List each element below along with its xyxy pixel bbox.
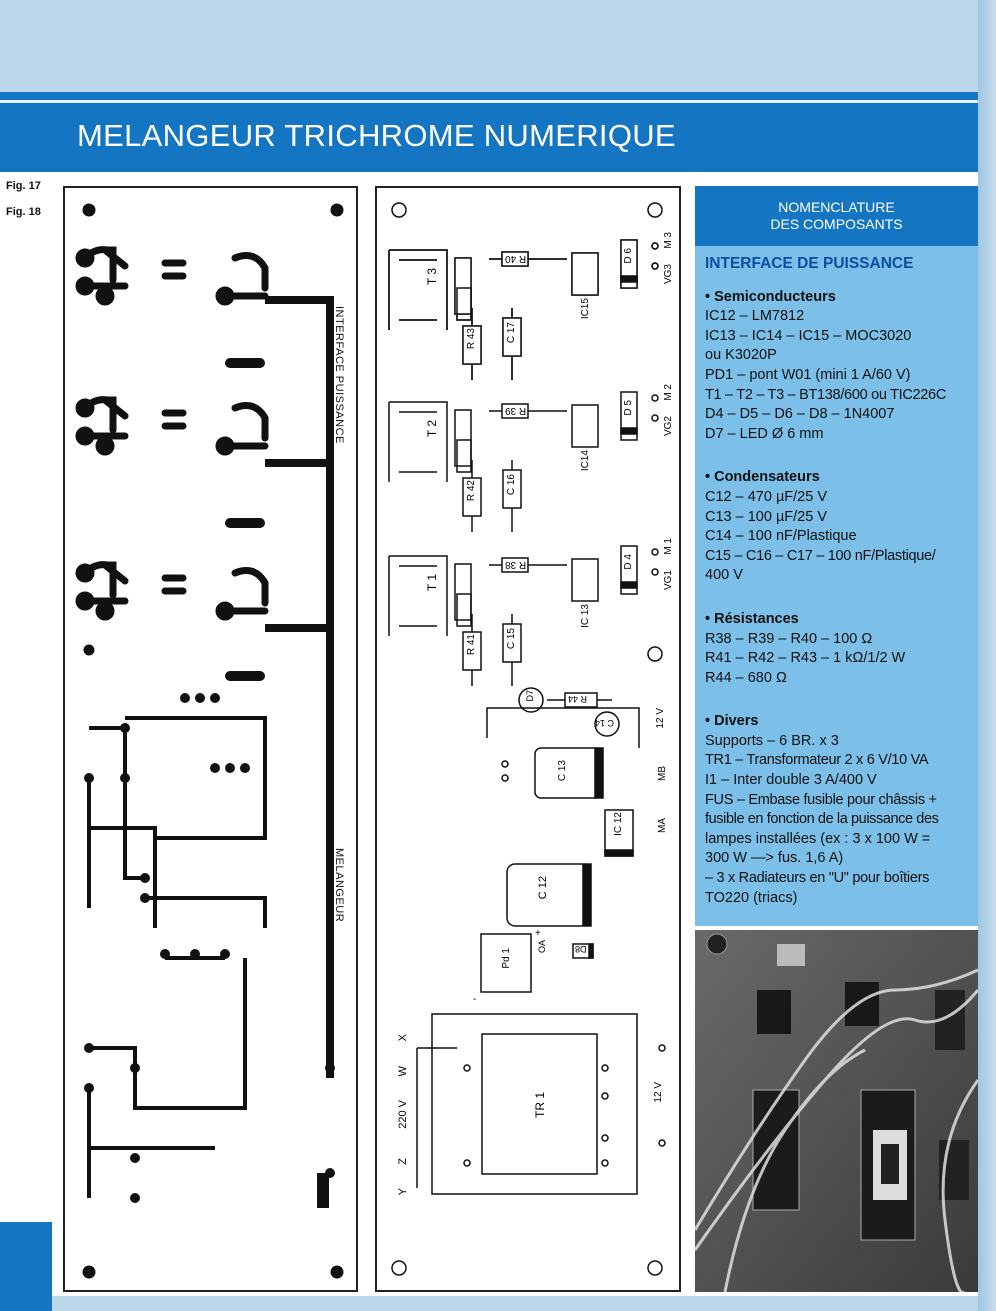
misc-item: fusible en fonction de la puissance des [705, 811, 939, 828]
fig17-label: Fig. 17 [6, 180, 41, 192]
triac-t3: T 3 [425, 268, 439, 286]
bottom-blue-bar [0, 1222, 52, 1311]
opto-ic13: IC 13 [580, 604, 591, 628]
diode-d6: D 6 [623, 248, 634, 264]
res-item: R44 – 680 Ω [705, 669, 787, 686]
right-page-edge [978, 0, 996, 1311]
terminal-220v: 220 V [397, 1100, 409, 1129]
semi-item: IC13 – IC14 – IC15 – MOC3020 [705, 327, 912, 344]
board-photo-svg [695, 930, 978, 1292]
terminal-m1: M 1 [663, 538, 674, 555]
page-title: MELANGEUR TRICHROME NUMERIQUE [77, 118, 676, 153]
misc-item: I1 – Inter double 3 A/400 V [705, 772, 877, 789]
terminal-12v-top: 12 V [655, 708, 666, 729]
resistor-r39: R 39 [505, 405, 527, 416]
fig18-label: Fig. 18 [6, 206, 41, 218]
semi-item: ou K3020P [705, 347, 777, 364]
semi-item: T1 – T2 – T3 – BT138/600 ou TIC226C [705, 386, 946, 403]
terminal-m3: M 3 [663, 232, 674, 249]
board-photo [695, 930, 978, 1292]
resistors-title: • Résistances [705, 610, 799, 627]
layout-svg [388, 202, 666, 1276]
bridge-pd1: Pd 1 [501, 948, 512, 969]
terminal-w: W [397, 1066, 409, 1077]
cond-item: C14 – 100 nF/Plastique [705, 528, 857, 545]
terminal-12v-bottom: 12 V [653, 1082, 664, 1103]
capacitor-c14: C 14 [595, 718, 615, 728]
pcb-label-interface: INTERFACE PUISSANCE [333, 306, 345, 444]
opto-ic15: IC15 [580, 298, 591, 320]
led-d7: D7 [525, 690, 535, 702]
capacitor-c13: C 13 [557, 760, 568, 782]
title-rule [0, 100, 990, 103]
diode-d8: D8 [575, 944, 587, 954]
res-item: R41 – R42 – R43 – 1 kΩ/1/2 W [705, 650, 906, 667]
section-title: INTERFACE DE PUISSANCE [705, 255, 914, 272]
nomenclature-header: NOMENCLATURE DES COMPOSANTS [695, 186, 978, 246]
regulator-ic12: IC 12 [613, 812, 624, 836]
misc-item: TR1 – Transformateur 2 x 6 V/10 VA [705, 752, 929, 769]
capacitors-title: • Condensateurs [705, 469, 820, 486]
misc-title: • Divers [705, 713, 759, 730]
nomenclature-header-line2: DES COMPOSANTS [770, 216, 903, 232]
res-item: R38 – R39 – R40 – 100 Ω [705, 630, 873, 647]
pcb-label-melangeur: MELANGEUR [333, 848, 345, 923]
minus-mark: - [473, 994, 477, 1005]
cond-item: C12 – 470 µF/25 V [705, 488, 828, 505]
pcb-copper-svg [75, 203, 344, 1279]
transformer-tr1: TR 1 [533, 1092, 547, 1119]
semi-item: PD1 – pont W01 (mini 1 A/60 V) [705, 366, 911, 383]
misc-item: – 3 x Radiateurs en "U" pour boîtiers [705, 870, 930, 887]
resistor-r44: R 44 [568, 694, 588, 704]
cond-item: 400 V [705, 567, 743, 584]
component-layout-figure: T 3 T 2 T 1 R 40 R 39 R 38 R 43 R 42 R 4… [375, 186, 681, 1292]
terminal-z: Z [397, 1158, 409, 1165]
terminal-x: X [397, 1034, 409, 1042]
resistor-r42: R 42 [466, 480, 477, 502]
bottom-strip [52, 1296, 996, 1311]
semi-item: D4 – D5 – D6 – D8 – 1N4007 [705, 406, 895, 423]
terminal-y: Y [397, 1188, 409, 1196]
terminal-vg1: VG1 [663, 570, 674, 591]
pcb-copper-figure: INTERFACE PUISSANCE MELANGEUR [63, 186, 358, 1292]
terminal-m2: M 2 [663, 384, 674, 401]
semiconductors-title: • Semiconducteurs [705, 288, 836, 305]
title-band [0, 92, 990, 172]
semi-item: IC12 – LM7812 [705, 308, 805, 325]
plus-mark: + [535, 928, 541, 939]
capacitor-c12: C 12 [537, 876, 549, 900]
misc-item: lampes installées (ex : 3 x 100 W = [705, 830, 931, 847]
diode-d4: D 4 [623, 554, 634, 570]
capacitor-c15: C 15 [506, 628, 517, 650]
misc-item: Supports – 6 BR. x 3 [705, 732, 839, 749]
opto-ic14: IC14 [580, 450, 591, 472]
capacitor-c17: C 17 [506, 322, 517, 344]
left-margin [0, 172, 52, 1222]
nomenclature-header-line1: NOMENCLATURE [778, 199, 895, 215]
triac-t2: T 2 [425, 420, 439, 438]
capacitor-c16: C 16 [506, 474, 517, 496]
resistor-r38: R 38 [505, 559, 527, 570]
terminal-mb: MB [657, 766, 668, 781]
cond-item: C15 – C16 – C17 – 100 nF/Plastique/ [705, 547, 936, 564]
nomenclature-body: INTERFACE DE PUISSANCE • Semiconducteurs… [705, 254, 995, 908]
diode-d5: D 5 [623, 400, 634, 416]
misc-item: TO220 (triacs) [705, 889, 798, 906]
resistor-r43: R 43 [466, 328, 477, 350]
resistor-r41: R 41 [466, 634, 477, 656]
misc-item: 300 W —> fus. 1,6 A) [705, 850, 844, 867]
semi-item: D7 – LED Ø 6 mm [705, 425, 824, 442]
nomenclature-box: NOMENCLATURE DES COMPOSANTS INTERFACE DE… [695, 186, 978, 926]
terminal-ma: MA [657, 818, 668, 833]
misc-item: FUS – Embase fusible pour châssis + [705, 791, 937, 808]
page-top-band [0, 0, 996, 92]
triac-t1: T 1 [425, 574, 439, 592]
terminal-vg2: VG2 [663, 416, 674, 437]
terminal-vg3: VG3 [663, 264, 674, 285]
resistor-r40: R 40 [505, 253, 527, 264]
terminal-oa: OA [537, 940, 547, 954]
cond-item: C13 – 100 µF/25 V [705, 508, 828, 525]
